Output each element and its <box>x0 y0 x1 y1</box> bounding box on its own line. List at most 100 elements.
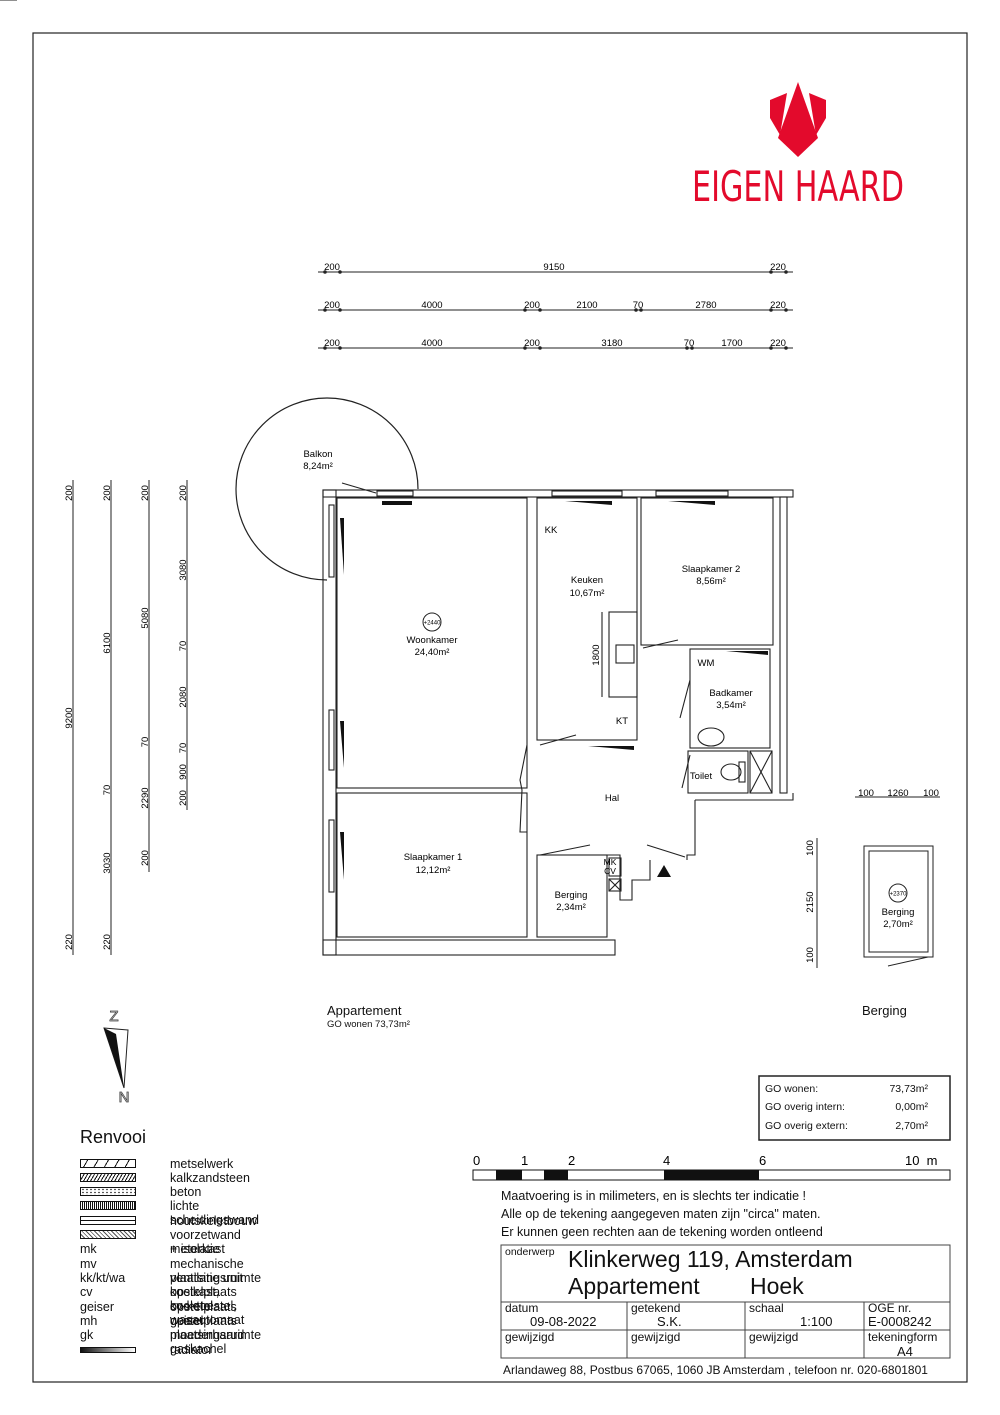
dim-label: 200 <box>324 262 340 273</box>
legend-desc: plaatsingsruimte gaskachel <box>170 1328 262 1356</box>
concrete-hatch-icon <box>80 1187 136 1196</box>
room-area: 2,34m² <box>556 902 586 913</box>
masonry-hatch-icon <box>80 1159 136 1168</box>
room-name: Hal <box>605 793 619 804</box>
dim-label: 200 <box>324 300 340 311</box>
legend-desc: lichte scheidingswand <box>170 1199 259 1227</box>
dim-label: 200 <box>524 300 540 311</box>
sheet-frame <box>32 32 968 1383</box>
dim-label: 70 <box>684 338 695 349</box>
schaal-value: 1:100 <box>800 1314 833 1329</box>
dim-label: 70 <box>140 737 151 748</box>
legend-desc: metselwerk <box>170 1157 234 1171</box>
room-area: 24,40m² <box>415 647 450 658</box>
scale-label: 0 <box>473 1153 480 1168</box>
legend-code: gk <box>80 1328 94 1342</box>
timber-frame-icon <box>80 1216 136 1225</box>
legend-code: mv <box>80 1257 97 1271</box>
title-block-grid <box>500 1075 951 1359</box>
room-area: 2,70m² <box>883 919 913 930</box>
dim-label: 200 <box>64 485 75 501</box>
form-label: tekeningform <box>868 1330 938 1344</box>
room-name: Balkon <box>303 449 332 460</box>
footer-address: Arlandaweg 88, Postbus 67065, 1060 JB Am… <box>503 1363 928 1377</box>
dim-label: 1700 <box>721 338 742 349</box>
dim-label: 4000 <box>421 300 442 311</box>
svg-text:EIGEN HAARD: EIGEN HAARD <box>692 162 904 211</box>
cv-label: CV <box>604 866 616 876</box>
room-name: Woonkamer <box>406 635 457 646</box>
oge-value: E-0008242 <box>868 1314 932 1329</box>
legend-desc: kalkzandsteen <box>170 1171 250 1185</box>
dim-label: 220 <box>102 934 113 950</box>
entrance-marker-icon <box>657 865 671 877</box>
dim-label: 4000 <box>421 338 442 349</box>
oge-label: OGE nr. <box>868 1301 912 1315</box>
area-value: 2,70m² <box>895 1120 928 1132</box>
legend-code: mk <box>80 1242 97 1256</box>
room-name: Berging <box>882 907 915 918</box>
storage-caption: Berging <box>862 1003 907 1018</box>
dim-label: 70 <box>633 300 644 311</box>
dim-label: 9200 <box>64 707 75 728</box>
dim-label: 70 <box>102 785 113 796</box>
dim-label: 70 <box>178 743 189 754</box>
top-dimension-labels: 200 9150 220 200 4000 200 2100 70 2780 2… <box>324 262 786 349</box>
apartment-caption: Appartement <box>327 1003 402 1018</box>
room-name: Slaapkamer 1 <box>404 852 463 863</box>
dim-label: 100 <box>805 840 816 856</box>
left-dimension-labels: 200 9200 220 200 6100 70 3030 220 200 50… <box>64 485 189 950</box>
dim-label: 900 <box>178 764 189 780</box>
legend-desc: houtskeletbouw <box>170 1214 257 1228</box>
room-name: Toilet <box>690 771 713 782</box>
scale-label: 1 <box>521 1153 528 1168</box>
scale-label: 2 <box>568 1153 575 1168</box>
scale-label: 10 m <box>905 1153 938 1168</box>
legend-desc: opstelplaats moederhaard <box>170 1314 245 1342</box>
compass-bottom: N <box>119 1089 130 1106</box>
scale-label: 4 <box>663 1153 670 1168</box>
dim-label: 200 <box>524 338 540 349</box>
light-partition-hatch-icon <box>80 1201 136 1210</box>
area-value: 0,00m² <box>895 1101 928 1113</box>
dim-label: 2290 <box>140 787 151 808</box>
room-area: 10,67m² <box>570 588 605 599</box>
dim-label: 200 <box>102 485 113 501</box>
external-storage: 100 1260 100 100 2150 100 +2370 Berging … <box>805 788 940 968</box>
dim-label: 200 <box>140 850 151 866</box>
mk-label: MK <box>604 857 617 867</box>
gewijzigd-label: gewijzigd <box>631 1330 681 1344</box>
dim-label: 200 <box>178 485 189 501</box>
variant-title: Hoek <box>750 1273 804 1299</box>
schaal-label: schaal <box>749 1301 784 1315</box>
legend-desc: meterkast <box>170 1242 225 1256</box>
room-area: 12,12m² <box>416 865 451 876</box>
balcony-outline <box>235 397 419 581</box>
area-label: GO wonen: <box>765 1083 819 1095</box>
room-labels: Balkon 8,24m² +2440 Woonkamer 24,40m² KK… <box>303 449 752 913</box>
dim-label: 5080 <box>140 607 151 628</box>
gewijzigd-label: gewijzigd <box>749 1330 799 1344</box>
subject-label: onderwerp <box>505 1246 555 1258</box>
dim-label: 220 <box>64 934 75 950</box>
legend-code: cv <box>80 1285 93 1299</box>
radiator-icon <box>80 1347 136 1353</box>
walls <box>322 482 794 956</box>
area-label: GO overig extern: <box>765 1120 848 1132</box>
dim-label: 200 <box>324 338 340 349</box>
scale-bar: 0 1 2 4 6 10 m <box>472 1153 951 1181</box>
legend-title: Renvooi <box>80 1127 147 1147</box>
room-name: Slaapkamer 2 <box>682 564 741 575</box>
legend-code: geiser <box>80 1300 115 1314</box>
legend-desc: plaatsingsruimte koelkast, kooktoestel, … <box>170 1271 262 1327</box>
wm-label: WM <box>698 658 715 669</box>
dim-label: 2780 <box>695 300 716 311</box>
legend-desc: voorzetwand + isolatie <box>170 1228 241 1256</box>
insulation-hatch-icon <box>80 1230 136 1239</box>
kt-label: KT <box>616 716 628 727</box>
datum-label: datum <box>505 1301 539 1315</box>
legend-desc: opstelplaats geiser <box>170 1300 237 1328</box>
dim-label: 70 <box>178 641 189 652</box>
legend-desc: radiator <box>170 1343 213 1357</box>
address-title: Klinkerweg 119, Amsterdam <box>568 1246 853 1272</box>
